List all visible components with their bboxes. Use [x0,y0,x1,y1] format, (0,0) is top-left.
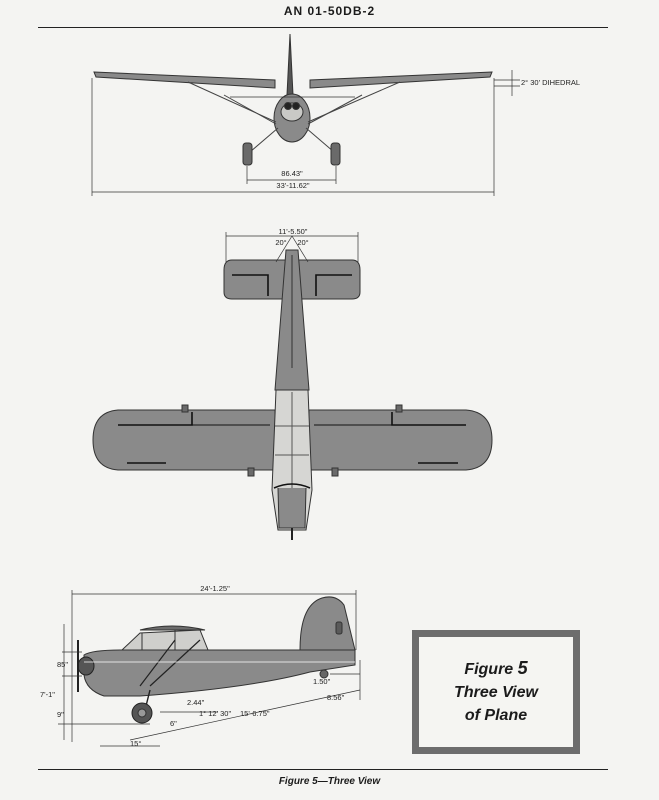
front-right-wheel [330,142,341,166]
top-left-wing [92,409,276,471]
figure-title-line1: Figure 5 [464,658,528,678]
front-left-wheel [242,142,253,166]
side-view [77,596,356,724]
angle-right-label: 20° [297,238,308,247]
wheelbase-label: 15'-6.75" [240,709,270,718]
figure-title-box: Figure 5 Three View of Plane [412,630,580,754]
gear-height-label: 7'-1" [40,690,55,699]
figure-title-line3: of Plane [464,707,528,724]
top-right-wing [308,409,493,471]
gear-track-label: 86.43" [281,169,303,178]
top-view [92,249,493,540]
figure-caption: Figure 5—Three View [278,776,381,787]
ground-angle-label: 1° 12' 30" [199,709,231,718]
side-vertical-tail [299,596,356,651]
top-rule [38,27,608,28]
front-right-wing [309,71,493,89]
wheel-dim-label: 2.44" [187,698,205,707]
tail-height-label: 1.50" [313,677,331,686]
offset-6-label: 6" [170,719,177,728]
front-left-wing [93,71,276,89]
dihedral-label: 2° 30' DIHEDRAL [521,78,580,87]
wingspan-label: 33'-11.62" [276,181,309,190]
tail-offset-label: 8.56" [327,693,345,702]
length-label: 24'-1.25" [200,584,230,593]
lower-dim-label: 9" [57,710,64,719]
bottom-rule [38,769,608,770]
angle-left-label: 20° [275,238,286,247]
prop-height-label: 85" [57,660,68,669]
side-fuselage [83,649,356,697]
angle-15-label: 15° [130,739,141,748]
stabilizer-span-label: 11'-5.50" [279,227,308,236]
figure-title-line2: Three View [454,684,538,701]
front-view [93,33,493,166]
document-number: AN 01-50DB-2 [283,4,376,18]
